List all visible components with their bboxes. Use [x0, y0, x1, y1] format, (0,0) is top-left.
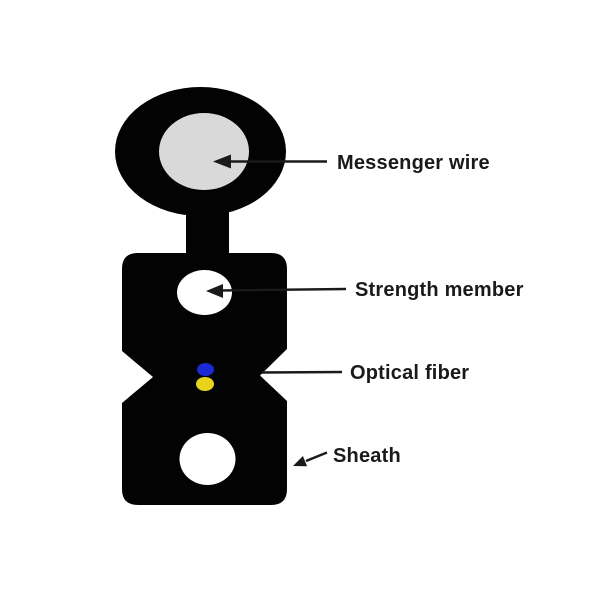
label-sheath: Sheath [333, 445, 401, 467]
sheath-pointer-line [305, 451, 328, 463]
optical-fiber-blue-dot [197, 363, 214, 376]
strength-member-arrowhead-icon [206, 284, 223, 298]
messenger-wire-core [159, 113, 249, 190]
optical-fiber-yellow-dot [196, 377, 214, 391]
sheath-arrowhead-icon [293, 456, 308, 467]
optical-fiber-pointer-line [261, 370, 343, 374]
neck [186, 190, 229, 260]
label-strength-member: Strength member [355, 279, 524, 301]
lower-strength-member-hole [179, 433, 236, 485]
strength-member-hole [177, 270, 232, 315]
label-messenger-wire: Messenger wire [337, 152, 490, 174]
strength-member-pointer-line [219, 287, 347, 292]
arrowheads [206, 154, 308, 467]
messenger-wire-arrowhead-icon [213, 154, 231, 169]
labels: Messenger wire Strength member Optical f… [333, 152, 524, 467]
pointer-lines [219, 160, 347, 463]
label-optical-fiber: Optical fiber [350, 362, 469, 384]
